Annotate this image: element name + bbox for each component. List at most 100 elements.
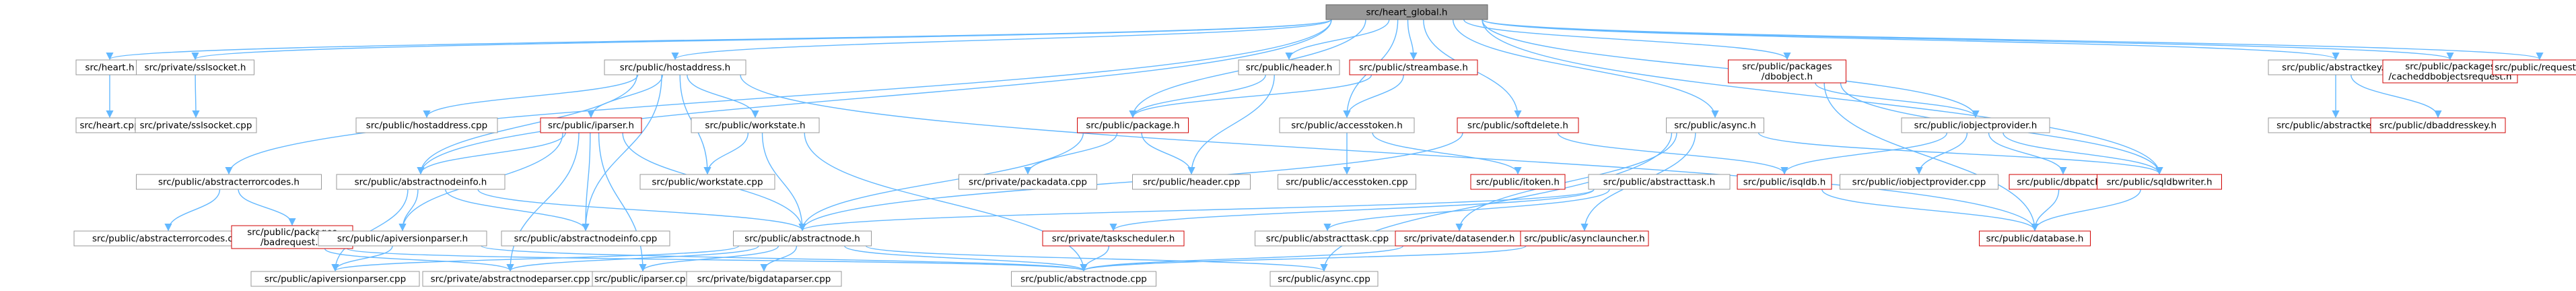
node-datasender-h[interactable]: src/private/datasender.h — [1395, 230, 1524, 247]
edge-root-to-request-h — [1482, 19, 2544, 61]
node-header-cpp[interactable]: src/public/header.cpp — [1132, 174, 1251, 190]
node-abstractnodeinfo-h[interactable]: src/public/abstractnodeinfo.h — [336, 174, 506, 190]
node-label: src/public/apiversionparser.cpp — [265, 274, 406, 285]
edge-hostaddress-h-to-workstate-h — [687, 74, 759, 119]
node-abstractnodeinfo-cpp[interactable]: src/public/abstractnodeinfo.cpp — [501, 230, 670, 247]
node-softdelete-h[interactable]: src/public/softdelete.h — [1457, 117, 1579, 133]
node-packadata-cpp[interactable]: src/private/packadata.cpp — [959, 174, 1097, 190]
edge-abstractnode-h-to-iparser-cpp — [639, 245, 779, 272]
node-workstate-cpp[interactable]: src/public/workstate.cpp — [639, 174, 775, 190]
node-label: src/private/bigdataparser.cpp — [697, 274, 831, 285]
node-iparser-h[interactable]: src/public/iparser.h — [540, 117, 642, 133]
edge-abstractnodeinfo-h-to-abstractnodeinfo-cpp — [445, 189, 590, 232]
node-label: /badrequest.h — [260, 237, 324, 248]
edge-badrequest-h-to-abstractnodeparser-cpp — [324, 248, 514, 272]
node-abstracterrorcodes-h[interactable]: src/public/abstracterrorcodes.h — [136, 174, 322, 190]
node-bigdataparser-cpp[interactable]: src/private/bigdataparser.cpp — [686, 271, 842, 287]
node-dbobject-h[interactable]: src/public/packages/dbobject.h — [1728, 59, 1846, 84]
node-abstractnode-cpp[interactable]: src/public/abstractnode.cpp — [1011, 271, 1156, 287]
node-hostaddress-h[interactable]: src/public/hostaddress.h — [604, 59, 746, 75]
edge-async-h-to-datasender-h — [1455, 132, 1677, 232]
node-label: src/public/softdelete.h — [1467, 121, 1568, 131]
edge-apiversionparser-h-to-abstractnode-cpp — [481, 245, 1088, 272]
node-abstracterrorcodes-cpp[interactable]: src/public/abstracterrorcodes.cpp — [73, 230, 263, 247]
node-label: src/public/packages — [247, 227, 337, 238]
node-label: src/public/hostaddress.h — [620, 63, 730, 73]
node-sqldbwriter-h[interactable]: src/public/sqldbwriter.h — [2097, 174, 2222, 190]
node-label: src/public/isqldb.h — [1743, 177, 1826, 188]
node-iobjectprovider-cpp[interactable]: src/public/iobjectprovider.cpp — [1840, 174, 1998, 190]
node-async-cpp[interactable]: src/public/async.cpp — [1269, 271, 1379, 287]
node-heart-h[interactable]: src/heart.h — [75, 59, 144, 75]
node-isqldb-h[interactable]: src/public/isqldb.h — [1737, 174, 1832, 190]
node-box — [136, 174, 322, 190]
edge-root-to-sslsocket-h — [191, 19, 1332, 61]
node-abstracttask-cpp[interactable]: src/public/abstracttask.cpp — [1255, 230, 1400, 247]
node-label: src/public/abstracterrorcodes.h — [158, 177, 300, 188]
node-hostaddress-cpp[interactable]: src/public/hostaddress.cpp — [355, 117, 498, 133]
edge-iparser-h-to-iparser-cpp — [598, 132, 647, 272]
node-box — [733, 230, 872, 247]
edge-isqldb-h-to-database-h — [1821, 189, 2039, 232]
node-request-h[interactable]: src/public/request.h — [2492, 59, 2576, 75]
edge-objectprovider-h-to-dbpatch-h — [1988, 132, 2067, 175]
node-itoken-h[interactable]: src/public/itoken.h — [1470, 174, 1566, 190]
edge-softdelete-h-to-isqldb-h — [1557, 132, 1788, 175]
edge-abstractnode-h-to-abstractnodeparser-cpp — [506, 245, 759, 272]
node-box — [639, 174, 775, 190]
node-abstractnodeparser-cpp[interactable]: src/private/abstractnodeparser.cpp — [422, 271, 598, 287]
node-streambase-h[interactable]: src/public/streambase.h — [1349, 59, 1478, 75]
node-heart-cpp[interactable]: src/heart.cpp — [75, 117, 144, 133]
node-box — [1979, 230, 2091, 247]
node-apiversionparser-cpp[interactable]: src/public/apiversionparser.cpp — [250, 271, 420, 287]
node-objectprovider-h[interactable]: src/public/iobjectprovider.h — [1901, 117, 2050, 133]
edge-abstractnode-h-to-abstractnode-cpp — [844, 245, 1088, 272]
node-sslsocket-cpp[interactable]: src/private/sslsocket.cpp — [135, 117, 257, 133]
edge-datasender-h-to-abstractnode-cpp — [1080, 245, 1403, 272]
node-abstracttask-h[interactable]: src/public/abstracttask.h — [1588, 174, 1731, 190]
node-workstate-h[interactable]: src/public/workstate.h — [691, 117, 820, 133]
edge-package-h-to-packadata-cpp — [1024, 132, 1118, 175]
node-label: src/public/iparser.cpp — [594, 274, 691, 285]
node-sslsocket-h[interactable]: src/private/sslsocket.h — [136, 59, 254, 75]
edge-root-to-header-h — [1285, 19, 1390, 61]
node-label: src/public/package.h — [1086, 121, 1179, 131]
edge-root-to-hostaddress-h — [671, 19, 1332, 61]
node-box — [691, 117, 820, 133]
node-async-h[interactable]: src/public/async.h — [1666, 117, 1764, 133]
node-box — [355, 117, 498, 133]
node-abstractkey-h[interactable]: src/public/abstractkey.h — [2268, 59, 2404, 75]
node-dbpatch-h[interactable]: src/public/dbpatch.h — [2009, 174, 2118, 190]
node-label: src/heart_global.h — [1366, 7, 1447, 18]
edge-hostaddress-h-to-iparser-h — [587, 74, 663, 119]
node-database-h[interactable]: src/public/database.h — [1979, 230, 2091, 247]
node-box — [336, 174, 506, 190]
edge-objectprovider-h-to-isqldb-h — [1780, 132, 1948, 175]
node-label: src/public/accesstoken.cpp — [1286, 177, 1408, 188]
node-accesstoken-cpp[interactable]: src/public/accesstoken.cpp — [1278, 174, 1416, 190]
node-box — [1278, 174, 1416, 190]
node-box — [540, 117, 642, 133]
node-label: src/public/header.cpp — [1143, 177, 1241, 188]
node-apiversionparser-h[interactable]: src/public/apiversionparser.h — [318, 230, 487, 247]
node-abstractnode-h[interactable]: src/public/abstractnode.h — [733, 230, 872, 247]
node-label: src/private/abstractnodeparser.cpp — [431, 274, 590, 285]
node-dbaddresskey-h[interactable]: src/public/dbaddresskey.h — [2370, 117, 2506, 133]
node-label: src/public/abstractnode.h — [744, 234, 860, 245]
node-iparser-cpp[interactable]: src/public/iparser.cpp — [592, 271, 694, 287]
node-label: src/private/datasender.h — [1404, 234, 1515, 245]
node-box — [1011, 271, 1156, 287]
node-label: /cacheddbobjectsrequest.h — [2388, 71, 2511, 82]
node-taskscheduler-h[interactable]: src/private/taskscheduler.h — [1042, 230, 1185, 247]
node-root[interactable]: src/heart_global.h — [1325, 4, 1488, 20]
node-label: src/public/accesstoken.h — [1291, 121, 1403, 131]
node-label: src/public/iparser.h — [548, 121, 634, 131]
node-box — [604, 59, 746, 75]
node-package-h[interactable]: src/public/package.h — [1077, 117, 1189, 133]
node-accesstoken-h[interactable]: src/public/accesstoken.h — [1279, 117, 1415, 133]
node-header-h[interactable]: src/public/header.h — [1238, 59, 1340, 75]
node-box — [1470, 174, 1566, 190]
node-abstractkey-cpp[interactable]: src/public/abstractkey.cpp — [2268, 117, 2404, 133]
edge-abstracttask-h-to-taskscheduler-h — [1109, 189, 1595, 232]
node-asynclauncher-h[interactable]: src/public/asynclauncher.h — [1520, 230, 1649, 247]
